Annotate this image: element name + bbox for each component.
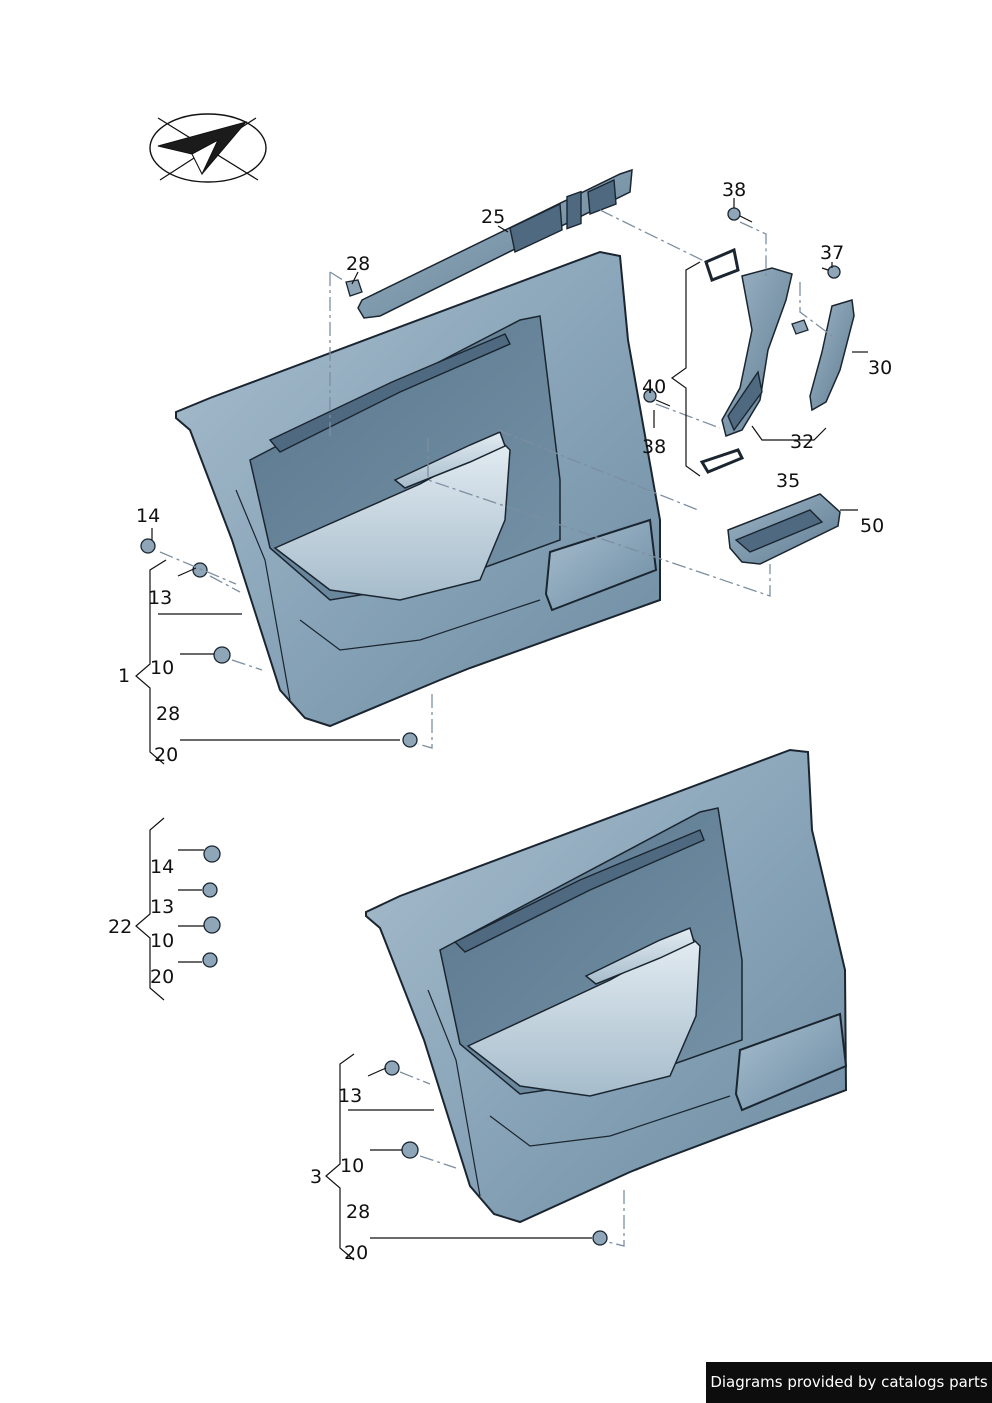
callout-50: 50 [860,515,884,537]
handle-cover-30 [809,299,855,412]
fastener-10-b [203,916,221,934]
leader-lines-lower [178,849,592,1239]
fastener-14-a [140,538,156,554]
callout-13-lower: 13 [338,1085,362,1107]
clip-28 [345,279,363,297]
callout-13-kit: 13 [150,896,174,918]
fastener-13-c [384,1060,400,1076]
window-switch-unit-50 [727,493,841,565]
callout-10-lower: 10 [340,1155,364,1177]
assembly-lines-upper [159,209,833,749]
fastener-13-a [192,562,208,578]
callout-20: 20 [154,744,178,766]
callout-20-kit: 20 [150,966,174,988]
door-panel-upper [175,250,661,728]
footer-credit: Diagrams provided by catalogs parts [706,1362,992,1403]
fastener-20-a [402,732,418,748]
fastener-10-c [401,1141,419,1159]
door-trim-strip-25 [357,168,633,319]
gasket-lower [699,448,745,474]
brace-1 [135,559,167,765]
callout-28-left: 28 [156,703,180,725]
callout-22: 22 [108,916,132,938]
pull-handle-bracket [721,267,793,437]
screw-37 [821,265,841,279]
fastener-10-a [213,646,231,664]
callout-38-lower: 38 [642,436,666,458]
callout-14-kit: 14 [150,856,174,878]
screw-40 [643,389,671,407]
callout-1: 1 [118,665,130,687]
callout-28-lower-left: 28 [346,1201,370,1223]
callout-3: 3 [310,1166,322,1188]
leader-lines-upper [151,198,868,741]
callout-14: 14 [136,505,160,527]
callout-13: 13 [148,587,172,609]
callout-37: 37 [820,242,844,264]
callout-25: 25 [481,206,505,228]
direction-of-travel-arrow-icon [149,113,267,183]
callout-38: 38 [722,179,746,201]
brace-22 [135,817,165,1001]
callout-32: 32 [790,431,814,453]
callout-30: 30 [868,357,892,379]
brace-32 [751,425,827,441]
callout-40: 40 [642,376,666,398]
gasket-upper [704,247,740,282]
fastener-20-c [592,1230,608,1246]
callout-35: 35 [776,470,800,492]
fastener-20-b [202,952,218,968]
brace-35 [670,261,701,477]
callout-10-kit: 10 [150,930,174,952]
callout-28: 28 [346,253,370,275]
brace-3 [325,1053,355,1261]
fastener-14-b [203,845,221,863]
assembly-lines-lower [399,1071,625,1247]
callout-20-lower: 20 [344,1242,368,1264]
fastener-13-b [202,882,218,898]
screw-38-top [727,207,753,223]
clip-35 [791,319,809,335]
door-panel-lower [365,748,848,1224]
callout-10: 10 [150,657,174,679]
